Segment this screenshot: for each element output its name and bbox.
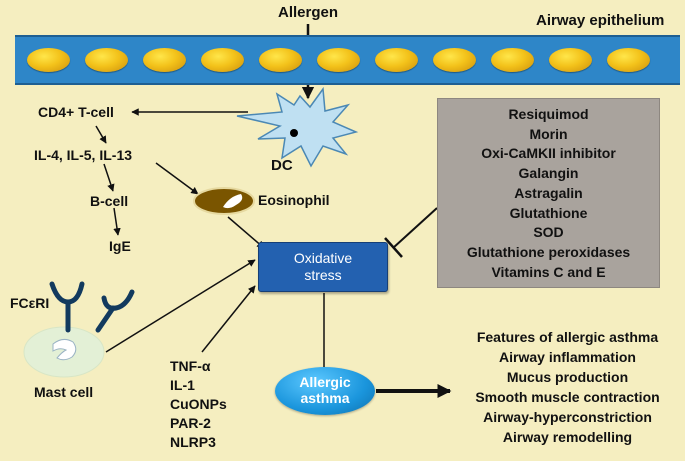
fceri-receptor-right-stem [95,305,116,333]
oxidative-stress-box: Oxidative stress [258,242,388,292]
dc-label: DC [271,157,293,174]
inducer-item: IL-1 [170,377,195,393]
feature-item: Smooth muscle contraction [475,389,660,405]
inhibitor-list-box: Resiquimod Morin Oxi-CaMKII inhibitor Ga… [437,98,660,288]
il-to-bcell-arrow [103,163,115,192]
eosinophil-nucleus [223,194,243,209]
inhibitor-item: Resiquimod [508,106,589,122]
inhibitor-item: SOD [533,224,564,241]
oxidative-stress-label-line1: Oxidative [293,250,353,266]
inhibitor-item: Galangin [518,165,579,182]
epithelial-cell [259,48,302,72]
feature-item: Airway-hyperconstriction [483,409,652,425]
epithelial-cell [607,48,650,72]
eosinophil-cell [193,187,255,215]
ige-label: IgE [109,238,131,254]
inducer-list: TNF-α IL-1 CuONPs PAR-2 NLRP3 [170,357,227,452]
inducer-item: CuONPs [170,396,227,412]
fceri-label: FCεRI [10,295,50,311]
inducer-item: PAR-2 [170,415,211,431]
epithelial-cell [143,48,186,72]
oxidative-stress-label-line2: stress [304,267,342,283]
epithelial-cell [317,48,360,72]
epithelial-cell [27,48,70,72]
allergic-asthma-ellipse: Allergic asthma [275,367,375,415]
epithelial-cell [201,48,244,72]
airway-epithelium-band [15,35,680,85]
inducer-item: NLRP3 [170,434,216,450]
allergic-asthma-label-line2: asthma [300,390,350,406]
airway-epithelium-label: Airway epithelium [536,12,665,29]
epithelial-cell [85,48,128,72]
bcell-label: B-cell [90,193,129,209]
feature-item: Mucus production [506,369,629,385]
epithelial-cell [433,48,476,72]
inhibitor-item: Oxi-CaMKII inhibitor [481,145,616,162]
allergen-label: Allergen [278,4,339,21]
bcell-to-ige-arrow [113,207,121,236]
features-title: Features of allergic asthma [476,329,659,345]
dc-cell-shape [236,86,359,168]
inhibitor-item: Astragalin [514,184,583,201]
fceri-receptor-right-icon [101,289,135,311]
inhibitor-item: Morin [529,125,568,142]
inhibitor-item: Glutathione [509,204,588,221]
mastcell-to-oxidative-arrow [105,259,256,353]
tcell-to-il-arrow [95,125,107,144]
epithelial-cell [491,48,534,72]
il-to-eosinophil-arrow [155,162,199,195]
epithelial-cell [375,48,418,72]
cd4-tcell-label: CD4+ T-cell [38,104,114,120]
epithelial-cell [549,48,592,72]
inhibitor-line [392,207,438,249]
inhibitor-bar [384,237,403,258]
eosinophil-label: Eosinophil [258,192,330,208]
feature-item: Airway remodelling [502,429,633,445]
interleukins-label: IL-4, IL-5, IL-13 [34,147,133,163]
mast-cell-nucleus [52,338,77,361]
inhibitor-item: Vitamins C and E [491,263,606,280]
inhibitor-item: Glutathione peroxidases [466,243,631,260]
fceri-receptor-left-icon [49,281,85,305]
inducer-item: TNF-α [170,358,211,374]
inducers-to-oxidative-arrow [201,285,256,353]
dc-nucleus [290,129,298,137]
feature-item: Airway inflammation [499,349,636,365]
features-list: Features of allergic asthma Airway infla… [455,327,680,447]
mast-cell-label: Mast cell [34,384,94,400]
allergic-asthma-label-line1: Allergic [299,374,351,390]
